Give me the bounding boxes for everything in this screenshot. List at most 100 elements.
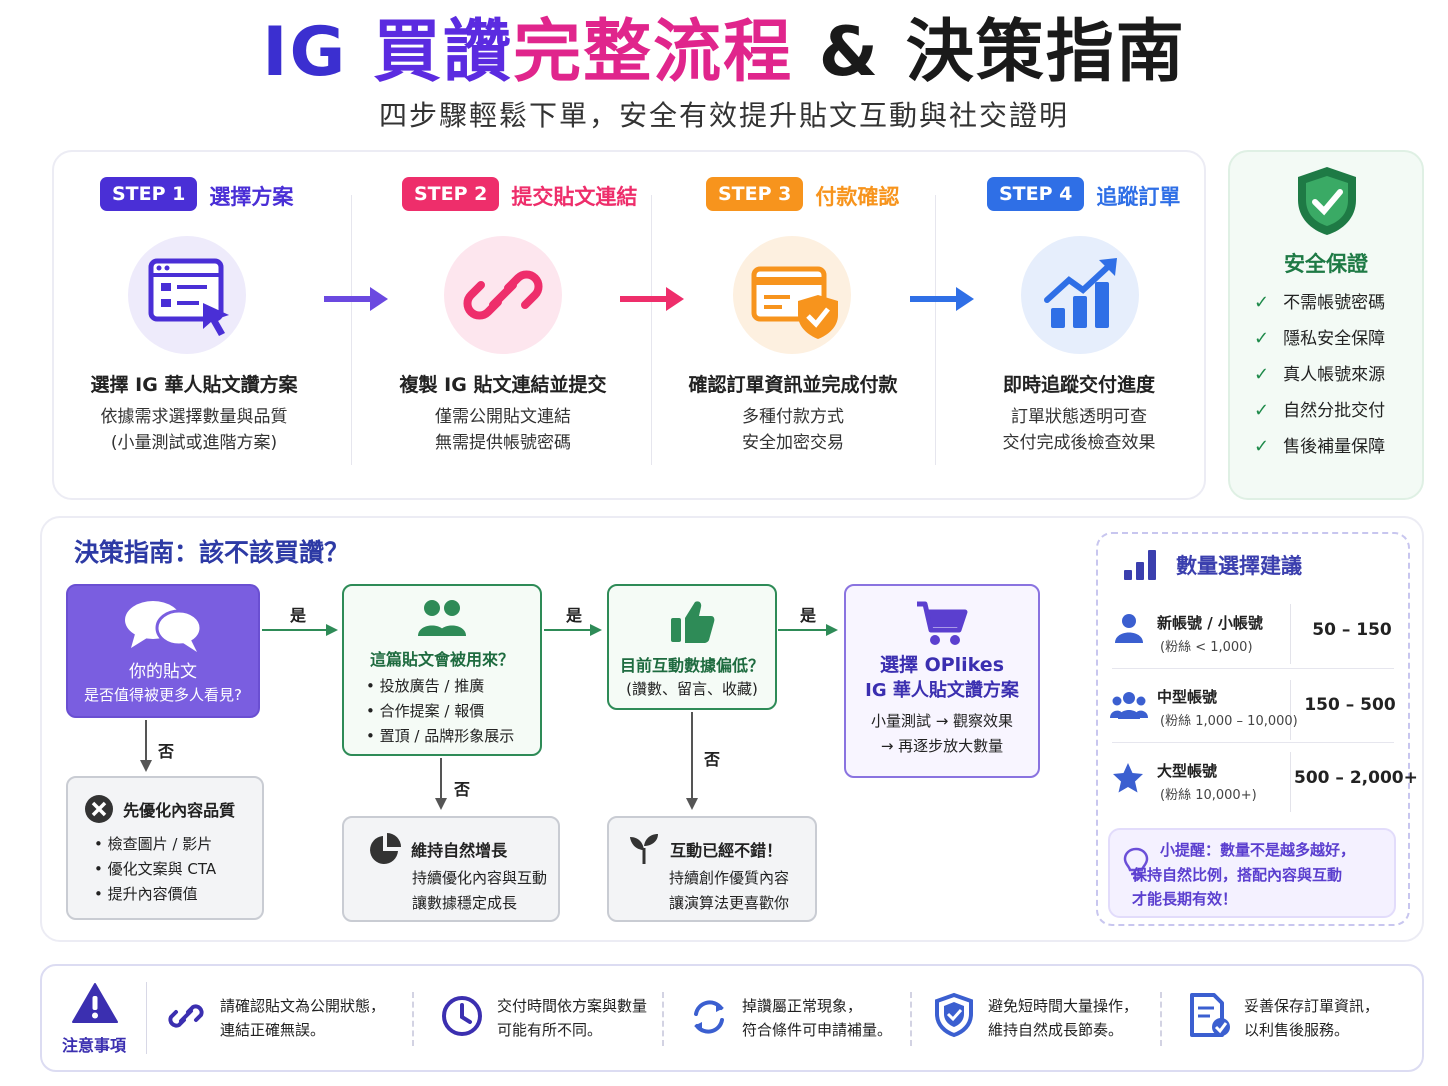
security-title: 安全保證 <box>1284 252 1368 276</box>
yes-label: 是 <box>800 606 817 625</box>
arrow-right-icon <box>324 287 388 311</box>
step-divider <box>351 195 352 465</box>
security-item: ✓售後補量保障 <box>1254 436 1386 457</box>
quantity-tip: 小提醒：數量不是越多越好， 保持自然比例，搭配內容與互動 才能長期有效！ <box>1108 828 1396 918</box>
check-icon: ✓ <box>1254 328 1270 349</box>
arrow-no <box>140 720 152 772</box>
step-3-sub: 安全加密交易 <box>742 433 844 453</box>
divider <box>146 982 147 1054</box>
clock-icon <box>442 996 482 1036</box>
step-divider <box>651 195 652 465</box>
step-2-badge: STEP 2 <box>402 177 500 211</box>
lightbulb-icon <box>1123 847 1149 880</box>
step-4-sub: 訂單狀態透明可查 <box>1011 407 1147 427</box>
close-circle-icon <box>85 795 113 823</box>
step-1-header: STEP 1 選擇方案 <box>100 177 293 211</box>
list-item: • 置頂 / 品牌形象展示 <box>366 727 515 745</box>
quantity-row-sub: (粉絲 1,000 – 10,000) <box>1160 714 1298 729</box>
pie-chart-icon <box>370 833 401 864</box>
arrow-yes <box>262 624 338 636</box>
browser-list-cursor-icon <box>128 236 246 354</box>
shield-icon <box>935 992 973 1038</box>
divider <box>910 992 912 1046</box>
security-item: ✓自然分批交付 <box>1254 400 1386 421</box>
decision-question-2: 這篇貼文會被用來？ • 投放廣告 / 推廣 • 合作提案 / 報價 • 置頂 /… <box>342 584 542 756</box>
check-icon: ✓ <box>1254 436 1270 457</box>
thumbs-up-icon <box>671 601 715 643</box>
step-1-badge: STEP 1 <box>100 177 198 211</box>
check-icon: ✓ <box>1254 364 1270 385</box>
shield-check-icon <box>1298 167 1356 235</box>
document-check-icon <box>1190 993 1230 1037</box>
step-2-title: 提交貼文連結 <box>511 184 638 209</box>
link-icon <box>444 236 562 354</box>
card-shield-icon <box>733 236 851 354</box>
note-text: 維持自然成長節奏。 <box>988 1021 1124 1039</box>
notes-title: 注意事項 <box>62 1036 127 1055</box>
note-text: 避免短時間大量操作， <box>988 997 1139 1015</box>
shopping-cart-icon <box>917 601 968 645</box>
users-icon <box>1110 692 1148 719</box>
quantity-row-value: 150 – 500 <box>1304 695 1396 715</box>
step-3-title: 付款確認 <box>815 184 900 209</box>
security-item: ✓隱私安全保障 <box>1254 328 1386 349</box>
security-item: ✓不需帳號密碼 <box>1254 292 1386 313</box>
divider <box>412 992 414 1046</box>
list-item: • 提升內容價值 <box>94 885 198 903</box>
step-1-sub: 依據需求選擇數量與品質 <box>100 407 288 427</box>
divider <box>662 992 664 1046</box>
note-text: 符合條件可申請補量。 <box>742 1021 893 1039</box>
step-divider <box>935 195 936 465</box>
decision-result[interactable]: 選擇 OPlikes IG 華人貼文讚方案 小量測試 → 觀察效果 → 再逐步放… <box>844 584 1040 778</box>
step-4-title: 追蹤訂單 <box>1096 184 1181 209</box>
arrow-no <box>686 712 698 810</box>
step-2-sub: 僅需公開貼文連結 <box>435 407 571 427</box>
step-1-sub: (小量測試或進階方案) <box>110 433 278 453</box>
divider <box>1290 604 1291 664</box>
arrow-right-icon <box>910 287 974 311</box>
list-item: • 優化文案與 CTA <box>94 860 217 878</box>
user-icon <box>1115 614 1143 643</box>
divider <box>1290 752 1291 812</box>
step-2-main: 複製 IG 貼文連結並提交 <box>399 374 607 396</box>
yes-label: 是 <box>290 606 307 625</box>
security-list: ✓不需帳號密碼 ✓隱私安全保障 ✓真人帳號來源 ✓自然分批交付 ✓售後補量保障 <box>1254 285 1385 465</box>
quantity-row-value: 50 – 150 <box>1312 620 1392 640</box>
step-1-main: 選擇 IG 華人貼文讚方案 <box>90 374 298 396</box>
no-label: 否 <box>704 750 721 769</box>
warning-icon <box>72 983 118 1023</box>
refresh-icon <box>694 1000 724 1034</box>
arrow-yes <box>778 624 838 636</box>
list-item: • 合作提案 / 報價 <box>366 702 485 720</box>
note-text: 可能有所不同。 <box>497 1021 603 1039</box>
check-icon: ✓ <box>1254 400 1270 421</box>
note-text: 連結正確無誤。 <box>220 1021 326 1039</box>
decision-question-3: 目前互動數據偏低？ (讚數、留言、收藏) <box>607 584 777 710</box>
quantity-title: 數量選擇建議 <box>1176 554 1302 578</box>
step-2-sub: 無需提供帳號密碼 <box>435 433 571 453</box>
arrow-yes <box>544 624 602 636</box>
quantity-row-sub: (粉絲 10,000+) <box>1160 788 1257 803</box>
divider <box>1290 680 1291 740</box>
step-1-title: 選擇方案 <box>209 184 294 209</box>
step-4-main: 即時追蹤交付進度 <box>1002 374 1155 396</box>
chat-bubbles-icon <box>125 601 203 652</box>
quantity-row-value: 500 – 2,000+ <box>1294 768 1418 788</box>
star-icon <box>1113 763 1143 793</box>
security-item: ✓真人帳號來源 <box>1254 364 1386 385</box>
no-label: 否 <box>454 780 471 799</box>
page-subtitle: 四步驟輕鬆下單，安全有效提升貼文互動與社交證明 <box>378 99 1069 132</box>
check-icon: ✓ <box>1254 292 1270 313</box>
divider <box>1112 742 1394 743</box>
step-4-sub: 交付完成後檢查效果 <box>1002 433 1156 453</box>
note-text: 交付時間依方案與數量 <box>497 997 648 1015</box>
bar-chart-icon <box>1124 550 1156 580</box>
quantity-row-name: 新帳號 / 小帳號 <box>1157 614 1263 632</box>
divider <box>1160 992 1162 1046</box>
quantity-row-name: 大型帳號 <box>1157 762 1218 780</box>
arrow-right-icon <box>620 287 684 311</box>
list-item: • 投放廣告 / 推廣 <box>366 677 485 695</box>
step-3-sub: 多種付款方式 <box>742 407 844 427</box>
